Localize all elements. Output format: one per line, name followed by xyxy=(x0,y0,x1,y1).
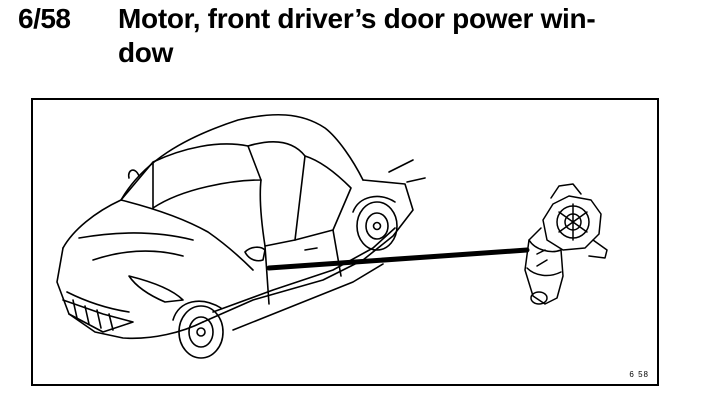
car-door-motor-illustration xyxy=(56,113,608,359)
component-code: 6/58 xyxy=(18,3,71,34)
car-body xyxy=(56,113,426,359)
window-motor xyxy=(524,183,608,305)
component-title-line-1: Motor, front driver’s door power win- xyxy=(118,3,596,34)
illustration-frame: 6 58 xyxy=(31,98,659,386)
figure-reference: 6 58 xyxy=(629,370,649,379)
pointer-line xyxy=(266,247,530,271)
section-heading: 6/58 Motor, front driver’s door power wi… xyxy=(18,2,678,76)
component-title: Motor, front driver’s door power win- do… xyxy=(118,2,658,70)
component-title-line-2: dow xyxy=(118,37,174,68)
